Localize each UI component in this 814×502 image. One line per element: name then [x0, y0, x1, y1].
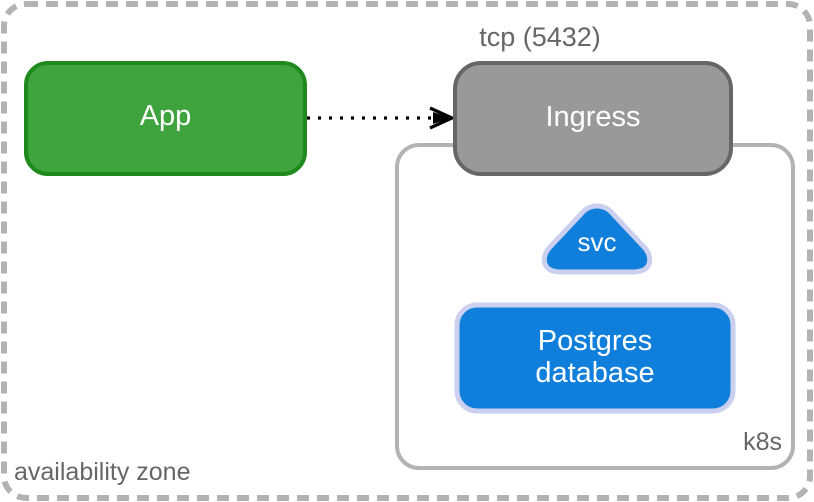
node-svc[interactable] [541, 203, 653, 275]
node-app[interactable] [24, 61, 307, 176]
edge-app-to-ingress[interactable] [307, 106, 456, 130]
k8s-container-label: k8s [743, 428, 782, 456]
edge-label-tcp-port: tcp (5432) [479, 22, 601, 52]
edge-arrowhead-fill-icon [433, 112, 451, 124]
node-ingress[interactable] [453, 61, 733, 176]
node-postgres[interactable] [454, 302, 736, 414]
availability-zone-label: availability zone [14, 458, 191, 486]
edge-arrowhead-icon [429, 106, 456, 130]
